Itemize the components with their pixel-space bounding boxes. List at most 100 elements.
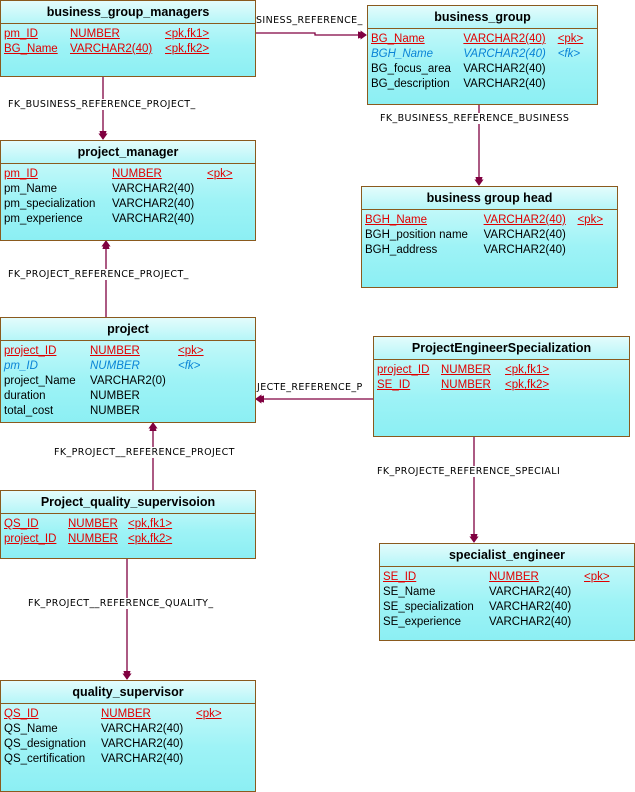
column-row[interactable]: duration NUMBER bbox=[4, 389, 255, 404]
column-name: pm_ID bbox=[4, 28, 38, 40]
column-name: QS_designation bbox=[4, 738, 86, 750]
column-key: <pk,fk2> bbox=[505, 379, 550, 391]
column-key: <fk> bbox=[178, 360, 201, 372]
column-name: pm_specialization bbox=[4, 198, 96, 210]
entity-title: specialist_engineer bbox=[380, 544, 634, 567]
column-key bbox=[178, 389, 218, 404]
column-name: QS_certification bbox=[4, 753, 86, 765]
column-type: NUMBER bbox=[90, 390, 140, 402]
relationship-label: JECTE_REFERENCE_P bbox=[257, 382, 363, 393]
column-key bbox=[558, 77, 597, 92]
column-name: pm_experience bbox=[4, 213, 83, 225]
column-row[interactable]: QS_certification VARCHAR2(40) bbox=[4, 752, 255, 767]
column-type: NUMBER bbox=[68, 533, 118, 545]
relationship-label: FK_PROJECT__REFERENCE_PROJECT bbox=[54, 447, 235, 458]
column-name: BG_description bbox=[371, 78, 450, 90]
column-key: <pk,fk2> bbox=[165, 43, 210, 55]
column-key: <pk,fk1> bbox=[505, 364, 550, 376]
column-key: <fk> bbox=[557, 48, 581, 60]
column-name: BG_focus_area bbox=[371, 63, 451, 75]
column-key bbox=[178, 374, 218, 389]
column-key: <pk> bbox=[207, 168, 233, 180]
column-type: VARCHAR2(0) bbox=[90, 375, 166, 387]
column-type: VARCHAR2(40) bbox=[463, 48, 546, 60]
column-type: VARCHAR2(40) bbox=[483, 214, 566, 226]
column-type: VARCHAR2(40) bbox=[101, 738, 184, 750]
column-type: VARCHAR2(40) bbox=[101, 753, 184, 765]
link-bgm-to-business-group[interactable] bbox=[255, 30, 367, 40]
column-name: project_ID bbox=[4, 345, 57, 357]
column-name: QS_Name bbox=[4, 723, 58, 735]
column-type: NUMBER bbox=[90, 360, 140, 372]
column-type: VARCHAR2(40) bbox=[112, 198, 195, 210]
column-key bbox=[196, 737, 236, 752]
column-type: VARCHAR2(40) bbox=[489, 586, 572, 598]
column-row[interactable]: BGH_Name VARCHAR2(40) <pk> bbox=[365, 213, 617, 228]
column-name: BGH_position name bbox=[365, 229, 468, 241]
column-list: BGH_Name VARCHAR2(40) <pk> BGH_position nam… bbox=[362, 210, 617, 258]
column-type: NUMBER bbox=[70, 28, 120, 40]
column-name: project_ID bbox=[4, 533, 57, 545]
column-row[interactable]: pm_specialization VARCHAR2(40) bbox=[4, 197, 255, 212]
column-key: <pk> bbox=[577, 214, 604, 226]
column-name: project_ID bbox=[377, 364, 430, 376]
column-name: duration bbox=[4, 390, 46, 402]
column-key: <pk> bbox=[196, 708, 222, 720]
column-key bbox=[577, 243, 617, 258]
column-key bbox=[207, 212, 247, 227]
column-key bbox=[577, 228, 617, 243]
column-row[interactable]: BGH_Name VARCHAR2(40) <fk> bbox=[371, 47, 597, 62]
column-name: BGH_Name bbox=[371, 48, 433, 60]
column-type: NUMBER bbox=[68, 518, 118, 530]
column-name: pm_Name bbox=[4, 183, 58, 195]
column-key: <pk> bbox=[584, 571, 610, 583]
column-type: VARCHAR2(40) bbox=[489, 616, 572, 628]
column-row[interactable]: QS_designation VARCHAR2(40) bbox=[4, 737, 255, 752]
column-name: SE_experience bbox=[383, 616, 461, 628]
column-key bbox=[207, 197, 247, 212]
column-row[interactable]: SE_experience VARCHAR2(40) bbox=[383, 615, 634, 630]
column-type: NUMBER bbox=[90, 345, 140, 357]
column-name: BG_Name bbox=[371, 33, 425, 45]
column-key bbox=[584, 615, 624, 630]
column-name: BGH_Name bbox=[365, 214, 427, 226]
column-name: QS_ID bbox=[4, 518, 39, 530]
relationship-label: FK_PROJECTE_REFERENCE_SPECIALI bbox=[377, 466, 561, 477]
